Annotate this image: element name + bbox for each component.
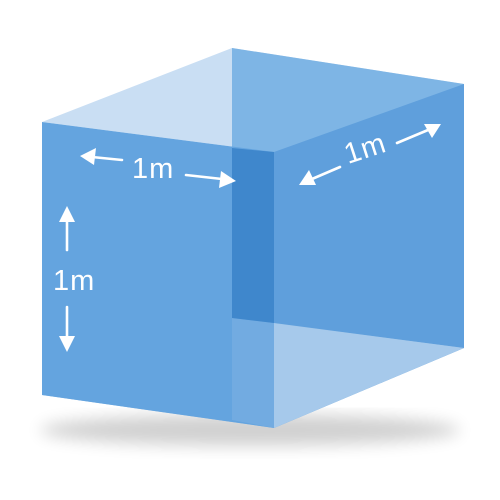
cube-bottom-overlap xyxy=(232,318,274,428)
depth-arrow-right-line xyxy=(395,128,430,145)
arrow-left-icon xyxy=(80,148,96,165)
width-dimension: 1m xyxy=(80,148,236,188)
width-label: 1m xyxy=(132,153,174,185)
depth-arrow-left-line xyxy=(310,165,342,181)
cube-shadow xyxy=(40,414,460,446)
height-label: 1m xyxy=(53,265,95,297)
arrow-up-right-icon xyxy=(424,124,441,138)
arrow-right-icon xyxy=(219,171,236,188)
arrow-down-left-icon xyxy=(299,170,316,185)
width-arrow-right-line xyxy=(184,173,224,181)
cube-back-edge-overlap xyxy=(232,148,274,323)
height-dimension: 1m xyxy=(53,206,95,352)
cube-bottom-side-overlap xyxy=(274,323,464,428)
cube-front-face xyxy=(42,122,274,428)
width-arrow-left-line xyxy=(90,155,124,162)
arrow-down-icon xyxy=(59,336,75,352)
arrow-up-icon xyxy=(59,206,75,222)
